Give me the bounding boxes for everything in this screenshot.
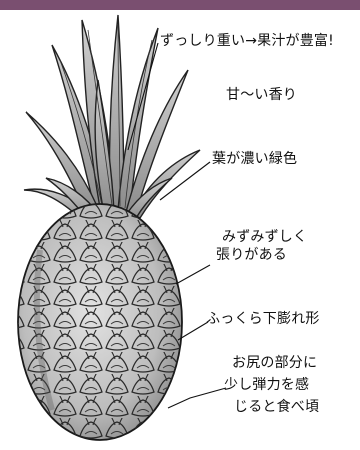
annotation-heavy: ずっしり重い→果汁が豊富!: [160, 33, 334, 49]
annotation-bottom-line-3: じると食べ頃: [234, 399, 320, 415]
annotation-bottom-line-2: 少し弾力を感: [224, 377, 310, 393]
top-accent-strip: [0, 0, 360, 10]
annotation-dark-leaves: 葉が濃い緑色: [212, 151, 298, 167]
annotation-sweet-smell: 甘〜い香り: [226, 87, 297, 103]
annotation-fresh-line-2: 張りがある: [216, 247, 287, 263]
annotation-bottom-line-1: お尻の部分に: [232, 355, 318, 371]
annotation-fresh-line-1: みずみずしく: [222, 229, 308, 245]
annotation-bottom: お尻の部分に 少し弾力を感 じると食べ頃: [224, 352, 319, 418]
annotation-plump-shape: ふっくら下膨れ形: [206, 311, 320, 327]
annotation-leader-lines: [127, 42, 227, 409]
annotation-fresh: みずみずしく 張りがある: [216, 228, 308, 264]
